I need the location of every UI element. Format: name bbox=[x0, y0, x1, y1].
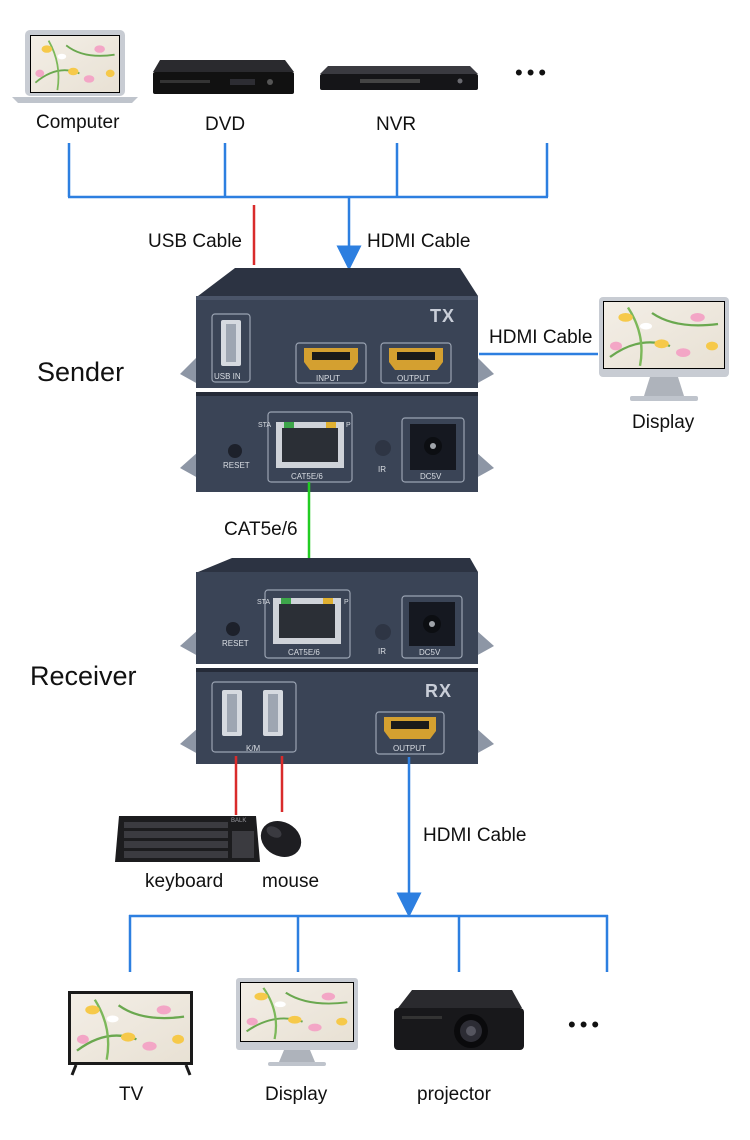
computer-label: Computer bbox=[36, 112, 120, 133]
tx-badge: TX bbox=[430, 306, 456, 326]
more-sources-label: ••• bbox=[515, 60, 551, 85]
receiver-reset-label: RESET bbox=[222, 639, 249, 648]
output-display-icon bbox=[236, 978, 358, 1066]
hdmi-cable-in-label: HDMI Cable bbox=[367, 231, 471, 252]
receiver-cat-port-label: CAT5E/6 bbox=[288, 648, 320, 657]
rx-badge: RX bbox=[425, 681, 453, 701]
more-outputs-label: ••• bbox=[568, 1012, 604, 1037]
keyboard-icon bbox=[115, 816, 260, 862]
km-cable-lines bbox=[234, 756, 284, 815]
source-hdmi-bus bbox=[67, 143, 549, 271]
output-port-label: OUTPUT bbox=[397, 374, 430, 383]
usb-cable-label: USB Cable bbox=[148, 231, 242, 252]
receiver-dc5v-label: DC5V bbox=[419, 648, 441, 657]
nvr-icon bbox=[320, 66, 478, 90]
computer-icon bbox=[12, 30, 138, 103]
dvd-label: DVD bbox=[205, 114, 246, 135]
dvd-player-icon bbox=[153, 60, 294, 94]
sender-p-label: P bbox=[346, 422, 351, 429]
sender-cat-port-label: CAT5E/6 bbox=[291, 472, 323, 481]
receiver-unit bbox=[180, 558, 494, 764]
hdmi-cable-out-label: HDMI Cable bbox=[423, 825, 527, 846]
hdmi-cable-loop-label: HDMI Cable bbox=[489, 327, 593, 348]
projector-label: projector bbox=[417, 1084, 491, 1105]
mouse-icon bbox=[260, 821, 302, 857]
mouse-label: mouse bbox=[262, 871, 320, 892]
km-port-label: K/M bbox=[246, 744, 261, 753]
receiver-title: Receiver bbox=[30, 661, 137, 691]
receiver-ir-label: IR bbox=[378, 647, 386, 656]
keyboard-label: keyboard bbox=[145, 871, 224, 892]
cat-cable-label: CAT5e/6 bbox=[224, 519, 298, 540]
receiver-p-label: P bbox=[344, 599, 349, 606]
sender-title: Sender bbox=[37, 357, 125, 387]
tv-label: TV bbox=[119, 1084, 144, 1105]
output-display-label: Display bbox=[265, 1084, 328, 1105]
sender-sta-label: STA bbox=[258, 422, 272, 429]
output-hdmi-bus bbox=[128, 914, 609, 972]
nvr-label: NVR bbox=[376, 114, 417, 135]
usb-in-port-label: USB IN bbox=[214, 372, 241, 381]
sender-unit bbox=[180, 268, 494, 492]
receiver-sta-label: STA bbox=[257, 599, 271, 606]
sender-reset-label: RESET bbox=[223, 461, 250, 470]
loop-display-label: Display bbox=[632, 412, 695, 433]
sender-ir-label: IR bbox=[378, 465, 386, 474]
keyboard-brand: BALK bbox=[231, 818, 247, 824]
receiver-output-port-label: OUTPUT bbox=[393, 744, 426, 753]
projector-icon bbox=[394, 990, 524, 1050]
display-monitor-icon bbox=[599, 297, 729, 401]
tv-icon bbox=[68, 991, 193, 1076]
sender-dc5v-label: DC5V bbox=[420, 472, 442, 481]
input-port-label: INPUT bbox=[316, 374, 340, 383]
